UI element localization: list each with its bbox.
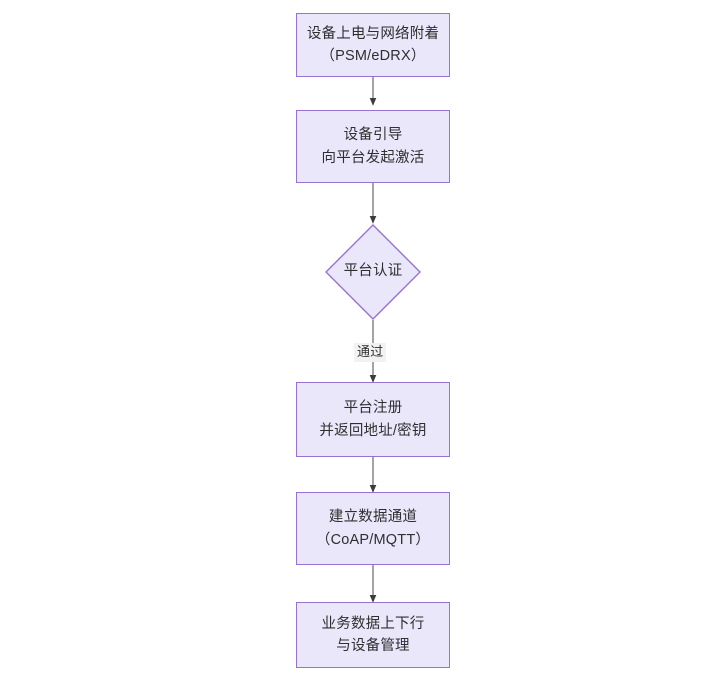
diamond-shape: [325, 224, 421, 320]
node-label-line1: 业务数据上下行: [321, 615, 425, 632]
edge-label-pass: 通过: [354, 343, 387, 362]
node-platform-authentication[interactable]: 平台认证: [325, 224, 421, 320]
node-label-line2: 与设备管理: [336, 638, 410, 654]
node-label-line1: 平台认证: [343, 263, 403, 280]
node-label-line2: （CoAP/MQTT）: [315, 531, 431, 548]
node-label-line2: （PSM/eDRX）: [320, 48, 426, 64]
node-platform-registration[interactable]: 平台注册 并返回地址/密钥: [296, 382, 450, 457]
node-label-line1: 设备上电与网络附着: [306, 25, 440, 42]
node-establish-data-channel[interactable]: 建立数据通道 （CoAP/MQTT）: [296, 492, 450, 565]
node-device-power-on[interactable]: 设备上电与网络附着 （PSM/eDRX）: [296, 13, 450, 77]
node-label-line2: 向平台发起激活: [321, 149, 425, 166]
node-label-line1: 设备引导: [343, 127, 403, 144]
node-device-bootstrap[interactable]: 设备引导 向平台发起激活: [296, 110, 450, 183]
node-business-data-and-device-management[interactable]: 业务数据上下行 与设备管理: [296, 602, 450, 668]
node-label-line2: 并返回地址/密钥: [319, 422, 427, 439]
node-label-line1: 建立数据通道: [328, 509, 418, 526]
node-label-line1: 平台注册: [343, 400, 403, 417]
